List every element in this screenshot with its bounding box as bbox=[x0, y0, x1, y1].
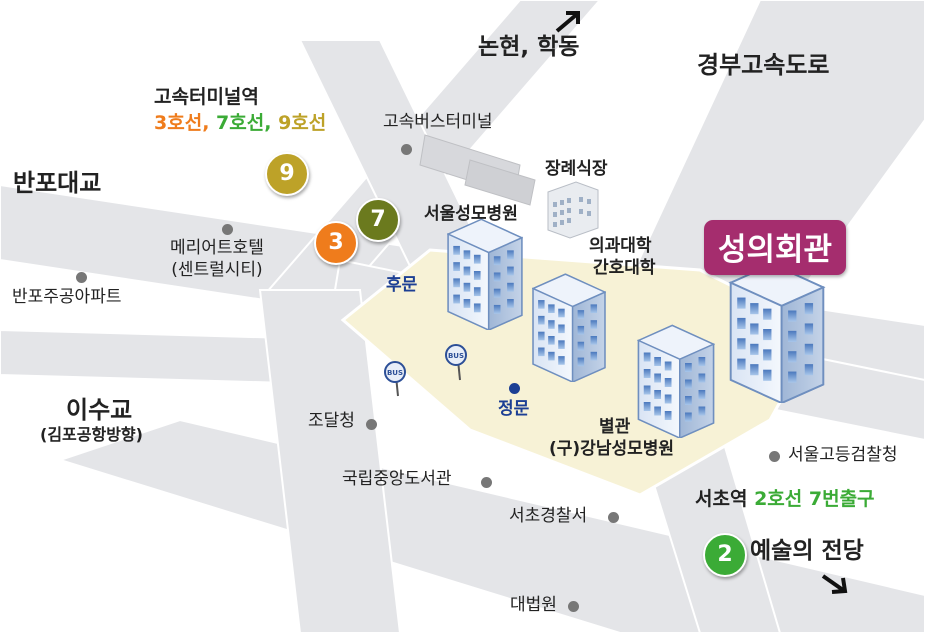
isu-sub-label: (김포공항방향) bbox=[40, 425, 143, 444]
marriott-line1: 메리어트호텔 bbox=[170, 238, 264, 258]
svg-text:BUS: BUS bbox=[387, 369, 403, 377]
expressway-label: 경부고속도로 bbox=[697, 51, 830, 79]
marriott-line2: (센트럴시티) bbox=[171, 260, 263, 281]
arrow-southeast-icon bbox=[821, 574, 848, 594]
seocho-police-marker bbox=[608, 512, 619, 523]
medical-college-building-icon bbox=[532, 273, 606, 382]
seocho-station-label: 서초역 2호선 7번출구 bbox=[695, 488, 875, 511]
venue-building-icon bbox=[729, 263, 825, 403]
line3-icon: 3 bbox=[314, 221, 358, 265]
medical-college-line1: 의과대학 bbox=[589, 236, 652, 256]
national-library-label: 국립중앙도서관 bbox=[342, 469, 452, 489]
seoul-st-mary-building-icon bbox=[447, 218, 523, 330]
seocho-police-label: 서초경찰서 bbox=[509, 506, 588, 526]
jodalcheong-marker bbox=[366, 419, 377, 430]
isu-bridge-label: 이수교 bbox=[66, 396, 133, 424]
line7-text: 7호선 bbox=[216, 112, 265, 134]
high-prosecutor-marker bbox=[769, 451, 780, 462]
supreme-court-label: 대법원 bbox=[510, 595, 557, 615]
high-prosecutor-label: 서울고등검찰청 bbox=[788, 445, 898, 465]
main-gate-label: 정문 bbox=[498, 399, 530, 419]
terminal-station-label: 고속터미널역 bbox=[154, 86, 259, 108]
funeral-label: 장례식장 bbox=[545, 159, 608, 179]
national-library-marker bbox=[481, 477, 492, 488]
bus-stop-icon: BUS bbox=[384, 361, 406, 397]
banpo-bridge-label: 반포대교 bbox=[13, 169, 102, 197]
venue-badge: 성의회관 bbox=[704, 220, 847, 275]
bus-stop-icon: BUS bbox=[445, 344, 467, 381]
line2-exit-text: 2호선 7번출구 bbox=[754, 488, 875, 510]
medical-college-line2: 간호대학 bbox=[593, 258, 656, 279]
banpo-apt-marker bbox=[76, 272, 87, 283]
annex-line1: 별관 bbox=[599, 417, 631, 437]
marriott-label: 메리어트호텔 (센트럴시티) bbox=[170, 237, 264, 281]
line3-text: 3호선 bbox=[154, 112, 203, 134]
svg-text:BUS: BUS bbox=[448, 352, 464, 360]
separator: , bbox=[264, 112, 279, 134]
line9-icon: 9 bbox=[265, 152, 309, 196]
line2-icon: 2 bbox=[703, 533, 747, 577]
back-gate-label: 후문 bbox=[386, 275, 418, 295]
bus-terminal-label: 고속버스터미널 bbox=[383, 112, 493, 132]
annex-label: 별관 (구)강남성모병원 bbox=[549, 416, 674, 460]
seocho-station-name: 서초역 bbox=[695, 488, 748, 510]
bus-terminal-marker bbox=[401, 144, 412, 155]
arrow-northeast-icon bbox=[555, 11, 580, 33]
nonhyeon-label: 논현, 학동 bbox=[478, 34, 580, 60]
bus-terminal-structure bbox=[419, 134, 536, 206]
funeral-hall-building bbox=[547, 181, 599, 239]
jodalcheong-label: 조달청 bbox=[308, 411, 355, 431]
seoul-st-mary-label: 서울성모병원 bbox=[424, 204, 518, 224]
arts-center-label: 예술의 전당 bbox=[750, 538, 864, 564]
annex-line2: (구)강남성모병원 bbox=[549, 439, 675, 460]
banpo-apt-label: 반포주공아파트 bbox=[12, 287, 122, 307]
terminal-lines-label: 3호선, 7호선, 9호선 bbox=[154, 112, 327, 135]
line7-icon: 7 bbox=[356, 198, 400, 242]
line9-text: 9호선 bbox=[278, 112, 327, 134]
supreme-court-marker bbox=[568, 601, 579, 612]
separator: , bbox=[202, 112, 217, 134]
medical-college-label: 의과대학 간호대학 bbox=[589, 235, 656, 279]
marriott-marker bbox=[222, 224, 233, 235]
main-gate-marker bbox=[509, 383, 520, 394]
